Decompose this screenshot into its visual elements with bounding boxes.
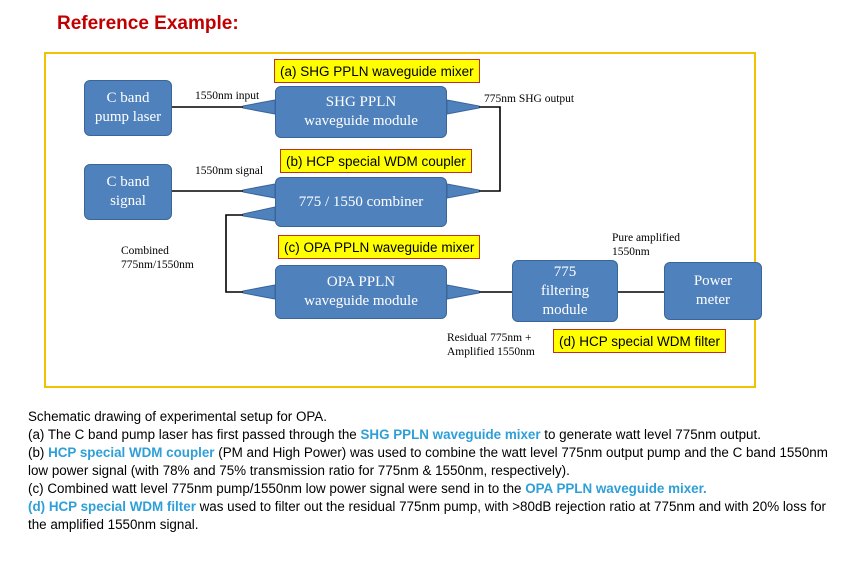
combiner-box: 775 / 1550 combiner [275,177,447,227]
label-combined: Combined 775nm/1550nm [121,245,194,271]
figure-caption: Schematic drawing of experimental setup … [28,408,828,534]
diagram-frame [44,52,756,388]
caption-item-b: (b) HCP special WDM coupler (PM and High… [28,445,828,478]
opa-input-taper [242,284,276,300]
tag-wdm-filter: (d) HCP special WDM filter [553,329,727,353]
label-pure-amplified: Pure amplified 1550nm [612,232,681,258]
caption-item-d: (d) HCP special WDM filter was used to f… [28,499,826,532]
tag-opa-mixer: (c) OPA PPLN waveguide mixer [278,235,481,259]
c-band-pump-laser-box: C band pump laser [84,80,172,136]
combiner-input-taper [242,183,276,199]
shg-ppln-module-box: SHG PPLN waveguide module [275,86,447,138]
caption-heading: Schematic drawing of experimental setup … [28,409,327,424]
c-band-signal-box: C band signal [84,164,172,220]
filtering-module-box: 775 filtering module [512,260,618,322]
wire-combiner-to-opa [225,214,243,293]
tag-wdm-coupler: (b) HCP special WDM coupler [280,149,472,173]
combiner-output-taper-top [446,183,480,199]
label-1550nm-signal: 1550nm signal [195,165,264,177]
power-meter-box: Power meter [664,262,762,320]
page-title: Reference Example: [57,13,239,34]
opa-output-taper [446,284,480,300]
label-residual: Residual 775nm + Amplified 1550nm [447,332,535,358]
caption-item-a: (a) The C band pump laser has first pass… [28,427,761,442]
label-775nm-shg-output: 775nm SHG output [484,93,575,105]
wire-shg-to-combiner [479,106,501,192]
shg-output-taper [446,99,480,115]
caption-item-c: (c) Combined watt level 775nm pump/1550n… [28,481,707,496]
opa-ppln-module-box: OPA PPLN waveguide module [275,265,447,319]
label-1550nm-input: 1550nm input [195,90,260,102]
tag-shg-mixer: (a) SHG PPLN waveguide mixer [274,59,480,83]
combiner-output-taper-left [242,206,276,222]
